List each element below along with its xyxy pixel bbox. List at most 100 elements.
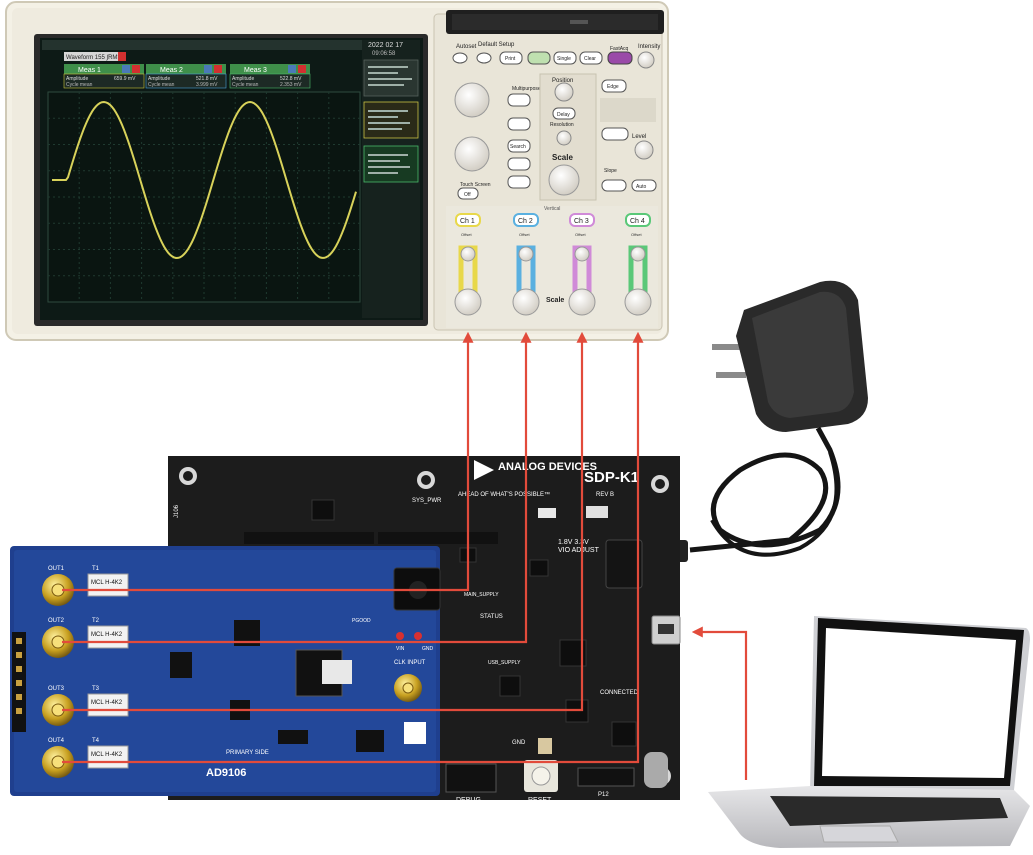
channel-button[interactable] [455,213,481,227]
zoom-button[interactable] [507,93,531,107]
measurement-name: Amplitude [232,76,254,82]
scope-date: 2022 02 17 [368,42,403,49]
measurement-tab-label: Meas 2 [160,67,183,74]
resolution-label: Resolution [550,122,574,128]
eval-part: AD9106 [206,767,246,779]
autoset-button[interactable] [452,52,468,64]
time-scale-knob[interactable] [548,164,580,196]
measurement-tab-label: Meas 3 [244,67,267,74]
offset-label: Offset [575,232,586,237]
laptop-trackpad[interactable] [819,825,899,843]
channel-button[interactable] [625,213,651,227]
delay-button[interactable] [552,107,576,120]
ref-label: Waveform 155 ∫RMS [66,54,121,61]
slope-button[interactable] [601,179,627,192]
laptop-keyboard[interactable] [770,796,1008,826]
offset-knob[interactable] [630,246,646,262]
fastacq-button[interactable] [607,51,633,65]
offset-knob[interactable] [574,246,590,262]
print-button[interactable] [499,51,523,65]
graticule [48,92,360,302]
clear-button[interactable] [579,51,603,65]
channel-label: Ch 1 [460,218,475,225]
horizontal-scale-label: Scale [552,153,573,162]
single-button[interactable] [553,51,577,65]
output-label: OUT3 [48,686,65,692]
channel-label: Ch 4 [630,218,645,225]
reset-button[interactable] [531,766,551,786]
close-icon[interactable] [298,65,306,73]
vio-values: 1.8V 3.3V [558,539,589,546]
measurement-subvalue: 2.353 mV [280,82,302,88]
minimize-icon[interactable] [288,65,296,73]
transformer-id: T3 [92,686,100,692]
trigger-level-knob[interactable] [634,140,654,160]
mode-button[interactable] [631,179,657,192]
default-setup-button[interactable] [476,52,492,64]
close-icon[interactable] [132,65,140,73]
touch-off-button[interactable] [457,187,479,200]
connected-label: CONNECTED [600,690,639,696]
transformer-label: MCL H-4K2 [91,752,123,758]
edge-button[interactable] [601,79,627,93]
fastacq-label: FastAcq [610,46,629,52]
output-label: OUT2 [48,618,65,624]
default-setup-label: Default Setup [478,42,515,48]
horizontal-position-knob[interactable] [454,82,490,118]
vertical-scale-knob[interactable] [454,288,482,316]
position-label: Position [552,78,573,84]
measurement-tab[interactable] [64,64,144,74]
output-label: OUT4 [48,738,65,744]
search-button[interactable] [507,139,531,153]
output-label: OUT1 [48,566,65,572]
channel-button[interactable] [513,213,539,227]
close-icon[interactable] [214,65,222,73]
delay-label: Delay [557,112,570,118]
horizontal-scale-knob[interactable] [454,136,490,172]
arrow-out2-ch2 [62,331,532,644]
nav-buttons[interactable] [507,157,531,171]
offset-knob[interactable] [518,246,534,262]
measurement-sub: Cycle mean [148,82,175,88]
arrow-out1-ch1 [62,331,474,592]
transformer-label: MCL H-4K2 [91,700,123,706]
channel-button[interactable] [569,213,595,227]
offset-knob[interactable] [460,246,476,262]
slope-label: Slope [604,168,617,174]
laptop-screen [822,628,1016,778]
vertical-scale-knob[interactable] [512,288,540,316]
auto-label: Auto [636,184,647,190]
vertical-scale-knob[interactable] [624,288,652,316]
measurement-value: 659.9 mV [114,76,136,82]
intensity-label: Intensity [638,44,660,50]
vertical-scale-knob[interactable] [568,288,596,316]
measurement-tab[interactable] [146,64,226,74]
pan-button[interactable] [507,117,531,131]
resolution-knob[interactable] [556,130,572,146]
channel-label: Ch 3 [574,218,589,225]
usb-supply-label: USB_SUPPLY [488,660,521,666]
minimize-icon[interactable] [204,65,212,73]
position-knob[interactable] [554,82,574,102]
save-button[interactable] [527,51,551,65]
trigger-nav-button[interactable] [601,127,629,141]
primary-side-label: PRIMARY SIDE [226,750,269,756]
set-mark-button[interactable] [507,175,531,189]
board-model: SDP-K1 [584,469,639,486]
edge-label: Edge [607,84,619,90]
multipurpose-label: Multipurpose [512,86,541,92]
autoset-label: Autoset [456,44,477,50]
debug-label: DEBUG [456,797,481,804]
status-label: STATUS [480,614,503,620]
eval-gnd-label: GND [422,646,434,652]
minimize-icon[interactable] [122,65,130,73]
intensity-knob[interactable] [637,51,655,69]
level-label: Level [632,134,646,140]
measurement-tab[interactable] [230,64,310,74]
pgood-label: PGOOD [352,618,371,624]
